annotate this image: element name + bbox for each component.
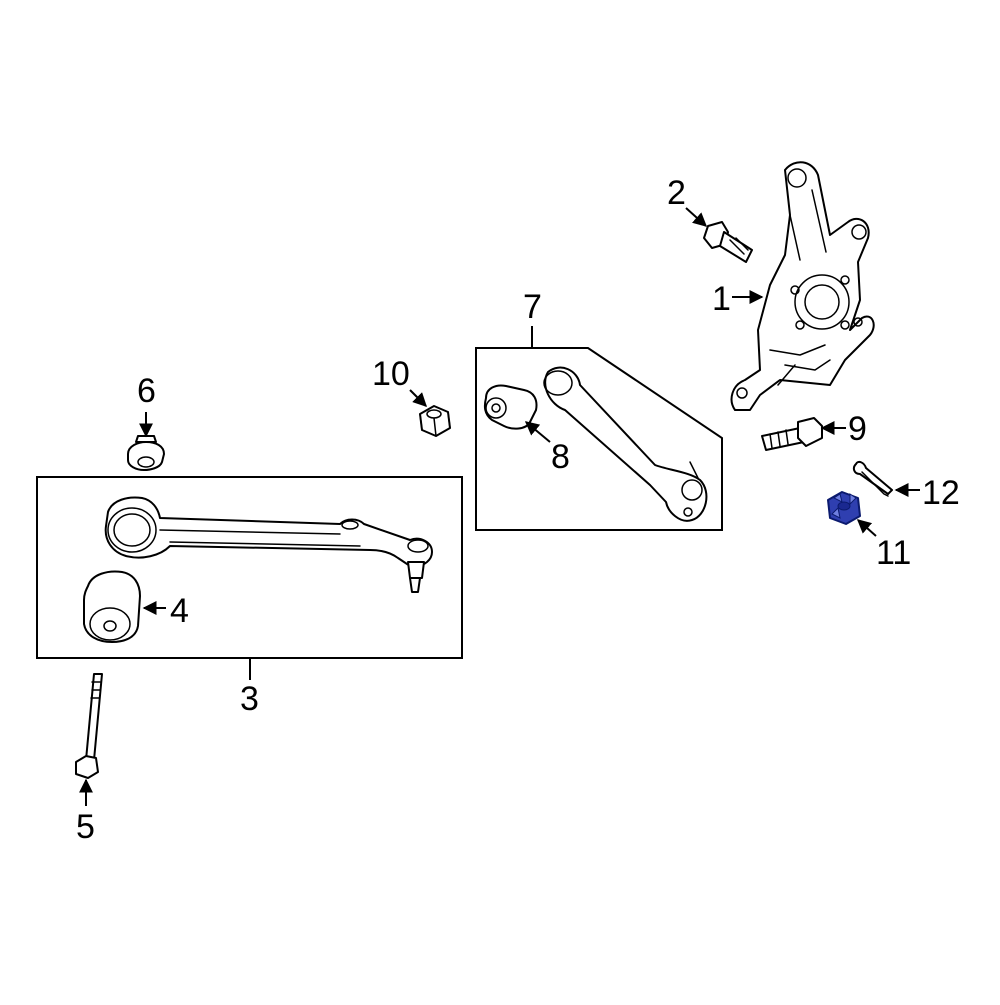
callout-7: 7: [523, 288, 542, 348]
knuckle-part[interactable]: [730, 161, 875, 411]
callout-number-6: 6: [137, 372, 156, 410]
callout-number-5: 5: [76, 808, 95, 846]
callout-number-2: 2: [667, 174, 686, 212]
callout-5: 5: [76, 778, 95, 846]
callout-4: 4: [142, 592, 189, 630]
lower-arm-part[interactable]: [104, 496, 433, 593]
callout-number-1: 1: [712, 280, 731, 318]
long-bolt-part[interactable]: [75, 673, 103, 779]
callout-12: 12: [894, 474, 960, 512]
assembly-box-7: [475, 347, 723, 531]
callout-number-7: 7: [523, 288, 542, 326]
callout-11: 11: [856, 519, 911, 572]
upper-bushing-part[interactable]: [483, 384, 538, 430]
callout-number-11: 11: [876, 534, 911, 572]
leader-arrow-10: [409, 389, 427, 407]
callout-3: 3: [240, 658, 259, 718]
callout-8: 8: [524, 421, 570, 476]
leader-arrow-11: [856, 519, 877, 537]
callout-number-4: 4: [170, 592, 189, 630]
callout-number-12: 12: [922, 474, 960, 512]
leader-arrow-8: [524, 421, 551, 443]
cap-6-part[interactable]: [127, 435, 165, 471]
callout-number-3: 3: [240, 680, 259, 718]
leader-arrow-2: [685, 207, 708, 227]
callout-10: 10: [372, 355, 427, 407]
callout-number-8: 8: [551, 438, 570, 476]
callout-number-9: 9: [848, 410, 867, 448]
callout-9: 9: [820, 410, 867, 448]
nut-10-part[interactable]: [419, 405, 451, 437]
lower-bushing-part[interactable]: [83, 570, 141, 643]
cotter-pin-part[interactable]: [852, 460, 893, 497]
callout-number-10: 10: [372, 355, 410, 393]
bolt-9-part[interactable]: [761, 417, 823, 451]
callout-1: 1: [712, 280, 764, 318]
callout-6: 6: [137, 372, 156, 438]
knuckle-bolt-part[interactable]: [703, 221, 753, 263]
upper-arm-part[interactable]: [543, 366, 708, 522]
callout-2: 2: [667, 174, 708, 227]
castle-nut-part[interactable]: [827, 491, 861, 525]
